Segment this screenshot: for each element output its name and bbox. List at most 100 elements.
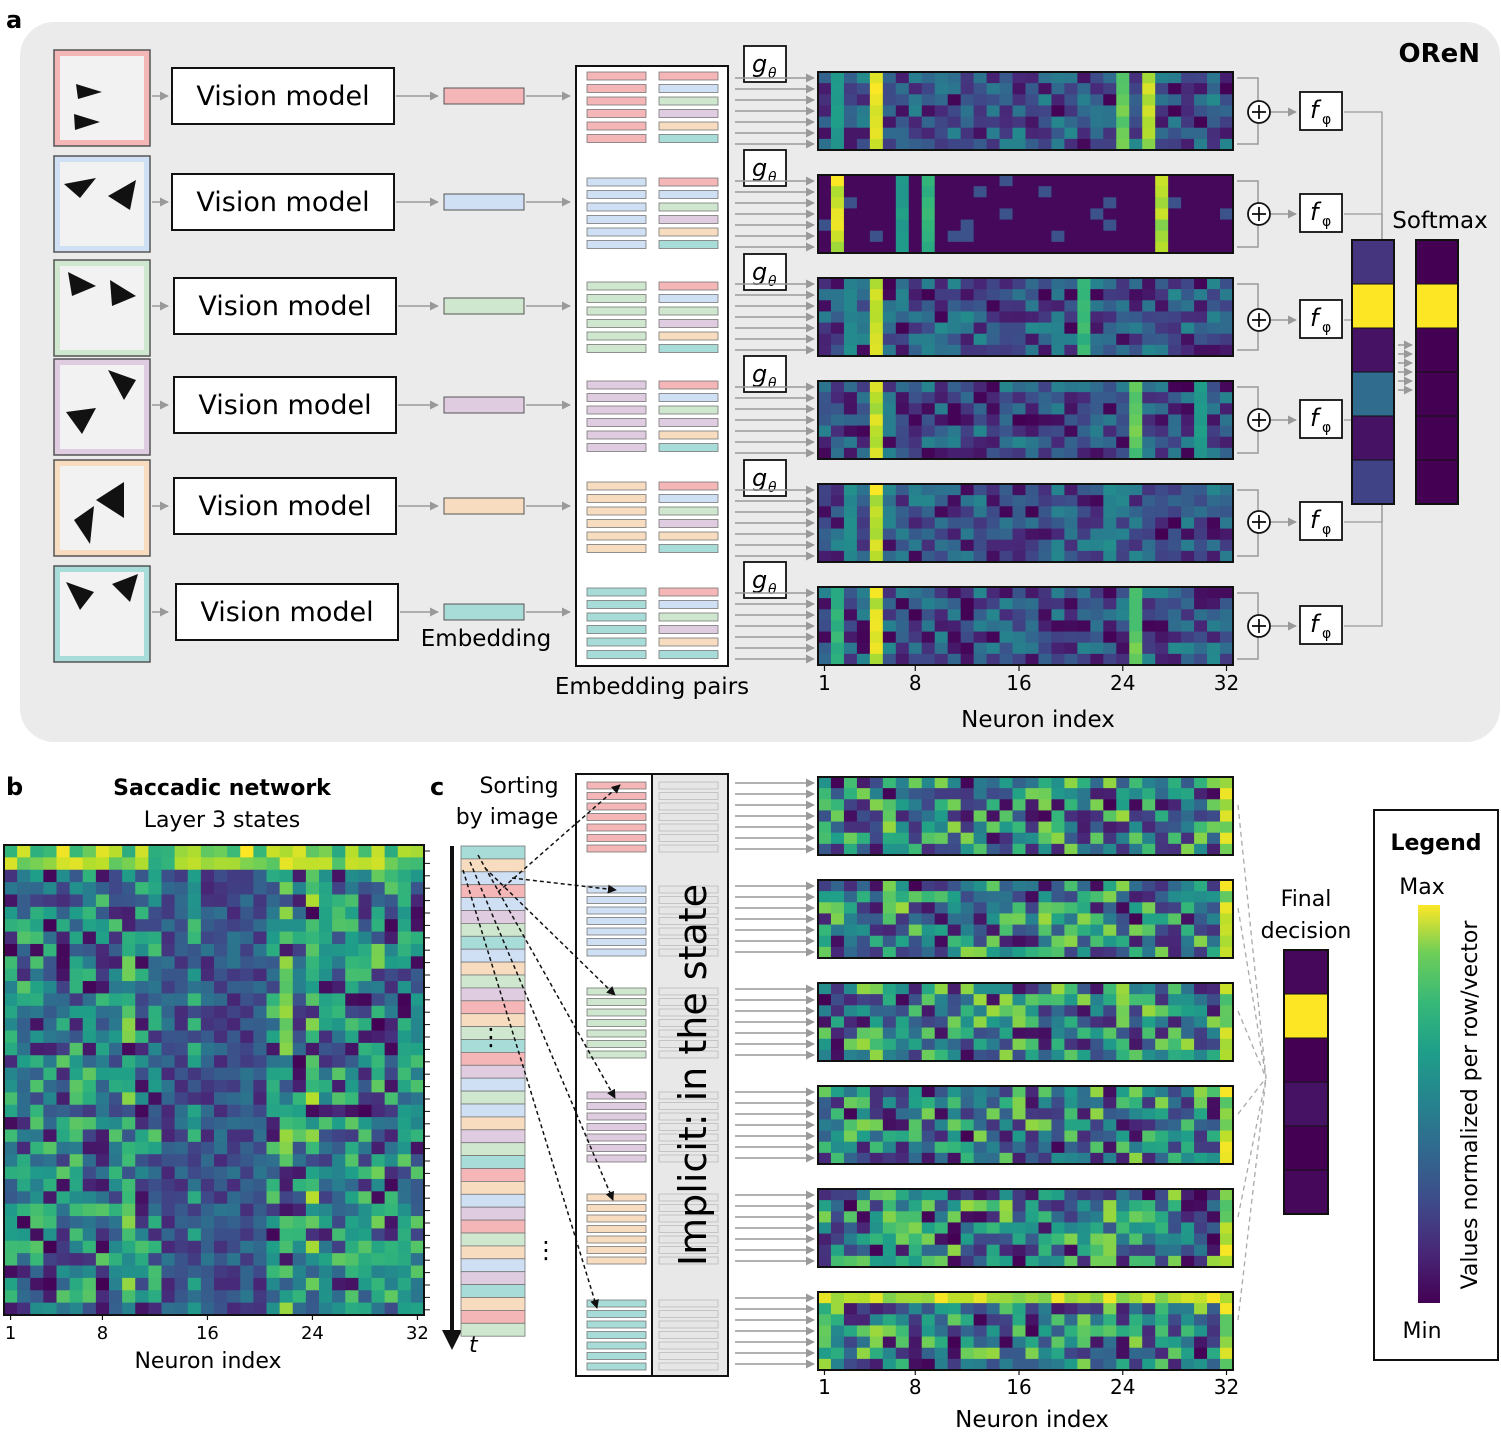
c-heatmap-cell bbox=[973, 1097, 987, 1109]
c-heatmap-cell bbox=[843, 1005, 858, 1017]
c-heatmap-cell bbox=[1220, 1314, 1234, 1326]
saccadic-heatmap-cell bbox=[319, 906, 333, 920]
c-heatmap-cell bbox=[1220, 1255, 1234, 1268]
saccadic-heatmap-cell bbox=[122, 956, 136, 970]
oren-heatmap-cell bbox=[1207, 241, 1221, 254]
oren-heatmap-cell bbox=[895, 642, 910, 655]
c-heatmap-cell bbox=[895, 1016, 910, 1028]
oren-heatmap-cell bbox=[921, 197, 936, 209]
saccadic-heatmap-cell bbox=[397, 1055, 412, 1069]
c-heatmap-cell bbox=[908, 994, 923, 1006]
c-heatmap-cell bbox=[1116, 777, 1130, 789]
c-heatmap-cell bbox=[934, 1358, 949, 1371]
saccadic-heatmap-cell bbox=[345, 1005, 359, 1019]
c-heatmap-cell bbox=[882, 1358, 897, 1371]
c-heatmap-cell bbox=[1194, 1303, 1208, 1315]
saccadic-heatmap-cell bbox=[187, 1166, 202, 1180]
c-heatmap-cell bbox=[1194, 799, 1208, 811]
saccadic-heatmap-cell bbox=[266, 919, 281, 932]
saccadic-heatmap-cell bbox=[82, 882, 97, 895]
oren-heatmap-cell bbox=[973, 219, 987, 232]
oren-heatmap-cell bbox=[1168, 609, 1182, 621]
saccadic-heatmap-cell bbox=[253, 857, 267, 871]
saccadic-heatmap-cell bbox=[240, 1042, 254, 1056]
saccadic-heatmap-cell bbox=[305, 894, 320, 908]
oren-heatmap-cell bbox=[1012, 278, 1026, 290]
saccadic-heatmap-cell bbox=[174, 1055, 189, 1069]
oren-heatmap-cell bbox=[895, 241, 910, 254]
c-heatmap-cell bbox=[1194, 1244, 1208, 1257]
saccadic-heatmap-cell bbox=[200, 968, 215, 982]
oren-heatmap-cell bbox=[973, 528, 987, 541]
oren-heatmap-cell bbox=[1051, 208, 1065, 220]
oren-heatmap-cell bbox=[882, 495, 897, 507]
c-heatmap-cell bbox=[830, 983, 845, 995]
c-heatmap-cell bbox=[1155, 1325, 1169, 1337]
c-heatmap-cell bbox=[1168, 1358, 1182, 1371]
saccadic-heatmap-cell bbox=[305, 1240, 320, 1254]
c-heatmap-cell bbox=[1207, 994, 1221, 1006]
oren-heatmap-cell bbox=[869, 241, 884, 254]
c-heatmap-cell bbox=[895, 1119, 910, 1131]
oren-heatmap-cell bbox=[1194, 138, 1208, 151]
c-heatmap-cell bbox=[947, 1314, 962, 1326]
oren-heatmap-cell-frame bbox=[817, 277, 1234, 357]
saccadic-heatmap-cell bbox=[240, 1253, 254, 1266]
oren-heatmap-cell bbox=[1207, 484, 1221, 496]
saccadic-heatmap-cell bbox=[135, 1129, 149, 1143]
oren-heatmap-cell bbox=[882, 392, 897, 404]
c-heatmap-cell bbox=[960, 880, 975, 892]
c-heatmap-cell bbox=[1090, 1200, 1104, 1212]
c-heatmap-cell bbox=[843, 1027, 858, 1040]
oren-heatmap-cell bbox=[1181, 447, 1195, 460]
saccadic-heatmap-cell bbox=[82, 1253, 97, 1266]
oren-heatmap-cell bbox=[1116, 241, 1130, 254]
c-heatmap-cell bbox=[986, 821, 1000, 834]
saccadic-heatmap-cell bbox=[253, 1203, 267, 1217]
c-heatmap-cell bbox=[1207, 935, 1221, 948]
c-heatmap-cell bbox=[1207, 924, 1221, 937]
c-heatmap-cell bbox=[1129, 777, 1143, 789]
oren-heatmap-cell bbox=[973, 241, 987, 254]
c-heatmap-cell bbox=[908, 1314, 923, 1326]
c-heatmap-cell bbox=[830, 821, 845, 834]
c-heatmap-cell bbox=[1090, 1027, 1104, 1040]
saccadic-heatmap-cell bbox=[319, 956, 333, 970]
c-heatmap-cell bbox=[1012, 1336, 1026, 1349]
oren-heatmap-cell bbox=[1025, 653, 1039, 666]
c-heatmap-cell bbox=[908, 1141, 923, 1154]
oren-heatmap-cell bbox=[882, 105, 897, 117]
c-heatmap-cell bbox=[908, 1336, 923, 1349]
saccadic-heatmap-cell bbox=[345, 1302, 359, 1316]
c-heatmap-cell bbox=[1090, 913, 1104, 925]
saccadic-heatmap-cell bbox=[253, 919, 267, 932]
c-heatmap-cell bbox=[1051, 1108, 1065, 1120]
saccadic-heatmap-cell bbox=[384, 1302, 399, 1316]
saccadic-heatmap-cell bbox=[371, 1067, 386, 1081]
oren-heatmap-cell bbox=[1116, 278, 1130, 290]
c-heatmap-cell bbox=[999, 1222, 1013, 1234]
vision-model-box bbox=[173, 477, 397, 535]
saccadic-heatmap-cell bbox=[17, 1030, 31, 1044]
oren-heatmap-cell bbox=[921, 333, 936, 346]
oren-heatmap-cell bbox=[947, 528, 962, 541]
saccadic-heatmap-cell bbox=[397, 981, 412, 994]
saccadic-heatmap-cell bbox=[174, 882, 189, 895]
oren-heatmap-cell bbox=[869, 631, 884, 644]
c-heatmap-cell bbox=[1012, 1027, 1026, 1040]
saccadic-heatmap-cell bbox=[384, 1253, 399, 1266]
oren-heatmap-cell bbox=[973, 208, 987, 220]
implicit-right-vector bbox=[658, 834, 719, 842]
saccadic-heatmap-cell bbox=[266, 981, 281, 994]
c-heatmap-cell bbox=[973, 1016, 987, 1028]
oren-heatmap-cell bbox=[960, 609, 975, 621]
oren-heatmap-cell bbox=[882, 403, 897, 415]
oren-heatmap-cell bbox=[818, 403, 832, 415]
saccadic-heatmap-cell bbox=[109, 931, 123, 945]
oren-heatmap-cell bbox=[1103, 333, 1117, 346]
saccadic-heatmap-cell bbox=[56, 857, 71, 871]
c-heatmap-cell bbox=[818, 880, 832, 892]
c-heatmap-cell bbox=[843, 1189, 858, 1201]
c-heatmap-cell bbox=[818, 1027, 832, 1040]
oren-heatmap-cell bbox=[1116, 436, 1130, 449]
